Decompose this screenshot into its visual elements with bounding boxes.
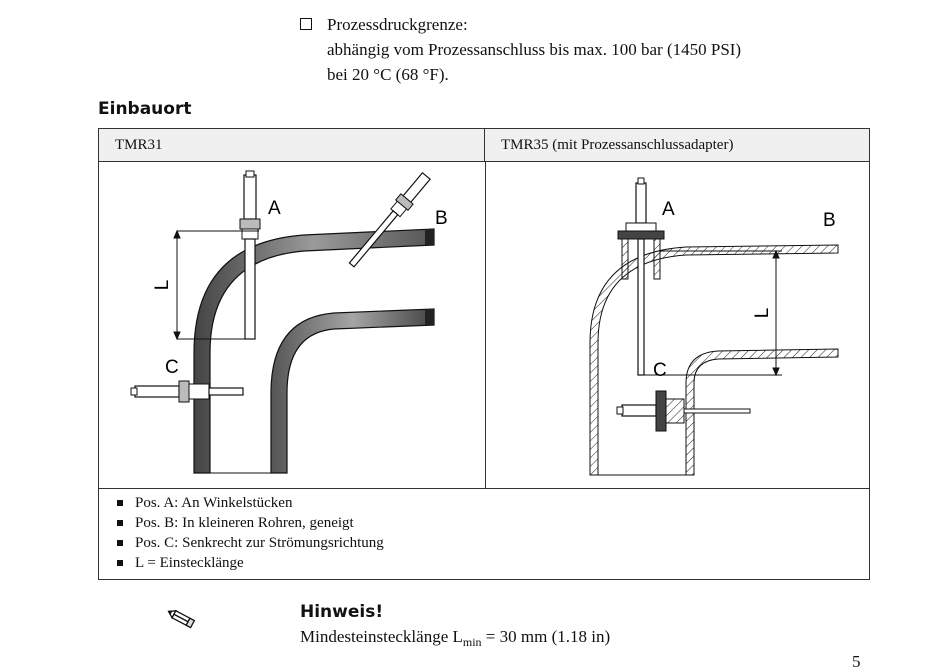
pencil-icon: [167, 609, 196, 629]
note-insertion-length: L = Einstecklänge: [111, 553, 384, 573]
note-position-a: Pos. A: An Winkelstücken: [111, 493, 384, 513]
label-b: B: [823, 210, 836, 231]
section-heading: Einbauort: [98, 99, 192, 119]
pressure-limit-line-2: abhängig vom Prozessanschluss bis max. 1…: [327, 40, 742, 59]
checkbox-icon: [300, 18, 312, 30]
pipe-elbow: [193, 228, 435, 474]
label-c: C: [653, 360, 667, 381]
note-text-prefix: Mindesteinstecklänge L: [300, 627, 463, 646]
label-a: A: [662, 199, 675, 220]
pipe-elbow-hatched: [589, 244, 839, 476]
label-l: L: [152, 280, 173, 291]
note-subscript: min: [462, 635, 482, 649]
note-text-suffix: = 30 mm (1.18 in): [481, 627, 611, 646]
label-b: B: [435, 208, 448, 229]
header-tmr35: TMR35 (mit Prozessanschlussadapter): [485, 129, 869, 162]
sensor-c-adapter: [616, 390, 751, 432]
label-a: A: [268, 198, 281, 219]
pressure-limit-line-3: bei 20 °C (68 °F).: [327, 65, 449, 84]
header-tmr31: TMR31: [99, 129, 485, 162]
tmr35-installation-figure: A B C L: [589, 177, 839, 476]
note-position-b: Pos. B: In kleineren Rohren, geneigt: [111, 513, 384, 533]
row-divider: [99, 488, 869, 489]
installation-table: TMR31 TMR35 (mit Prozessanschlussadapter…: [98, 128, 870, 580]
note-text: Mindesteinstecklänge Lmin = 30 mm (1.18 …: [300, 627, 610, 650]
sensor-a-adapter: [617, 177, 665, 376]
dimension-l: [173, 229, 259, 341]
sensor-b: [348, 171, 431, 268]
pressure-limit-title: Prozessdruckgrenze:: [327, 15, 468, 34]
label-l: L: [752, 308, 773, 319]
label-c: C: [165, 357, 179, 378]
sensor-a: [239, 170, 261, 340]
note-position-c: Pos. C: Senkrecht zur Strömungsrichtung: [111, 533, 384, 553]
column-divider: [485, 162, 486, 488]
tmr31-installation-figure: A B C L: [130, 170, 448, 474]
sensor-c: [130, 380, 244, 403]
note-title: Hinweis!: [300, 602, 384, 622]
dimension-l-adapter: [644, 249, 782, 377]
position-notes: Pos. A: An Winkelstücken Pos. B: In klei…: [111, 493, 384, 573]
page-number: 5: [852, 652, 861, 671]
